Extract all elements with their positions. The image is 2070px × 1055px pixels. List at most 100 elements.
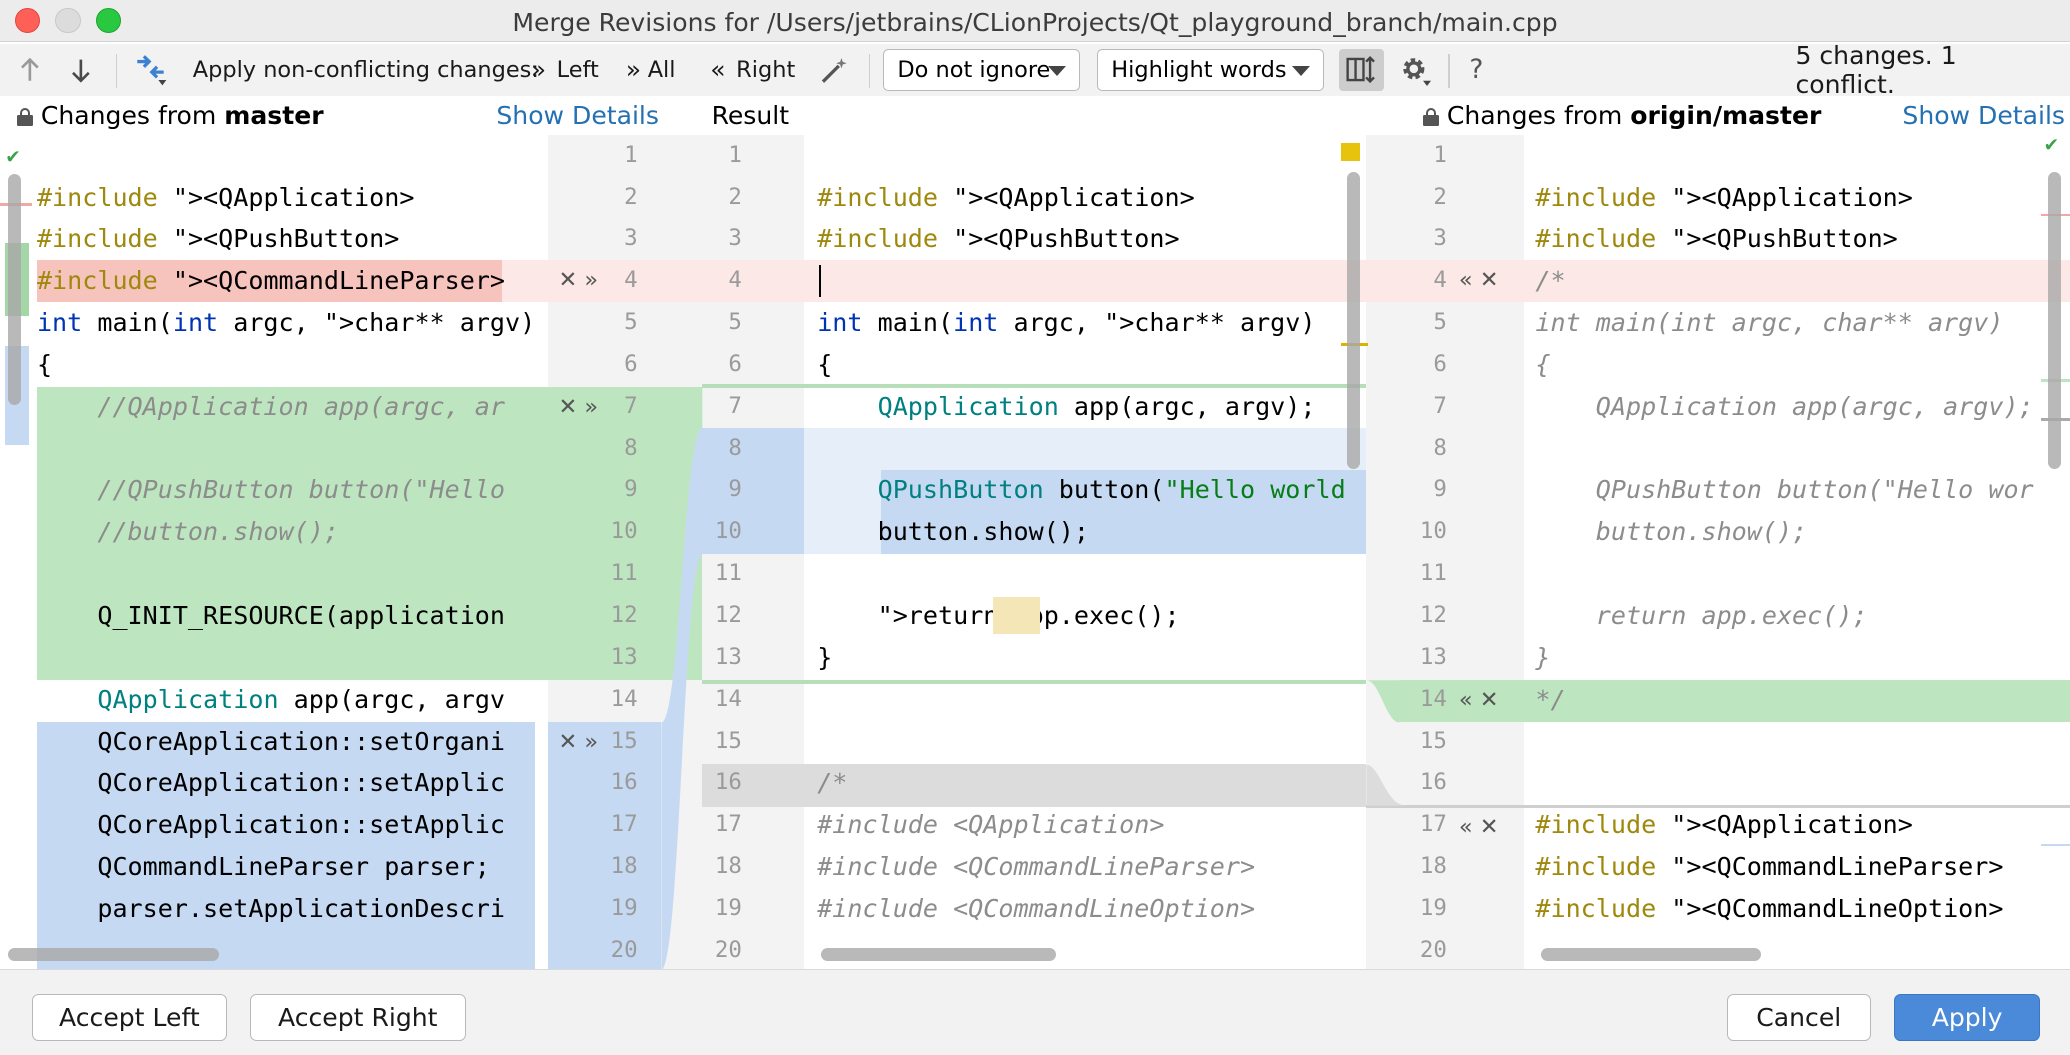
code-line: QCommandLineParser parser; [36, 852, 490, 882]
merge-editors: ✔ ✔ #include "><QApplication>#include ">… [0, 134, 2070, 970]
merge-options-button[interactable] [132, 44, 169, 97]
columns-toggle-icon [1346, 56, 1376, 84]
result-horizontal-scrollbar[interactable] [821, 947, 1057, 962]
previous-difference-button[interactable] [18, 44, 42, 97]
right-editor[interactable]: #include "><QApplication> #include "><QPu… [1535, 135, 2063, 969]
code-line: #include "><QPushButton> [1535, 224, 1898, 254]
left-change-actions[interactable]: ✕ » [558, 722, 598, 764]
code-line: ">return app.exec(); [877, 601, 1180, 630]
right-pane-title: Changes from [1446, 101, 1623, 130]
discard-change-icon[interactable]: ✕ [1479, 267, 1499, 294]
chevron-down-icon [1047, 65, 1066, 76]
line-number: 9 [728, 476, 742, 503]
result-pane-title: Result [711, 101, 790, 130]
accept-change-icon[interactable]: » [584, 729, 599, 756]
right-horizontal-scrollbar[interactable] [1540, 947, 1762, 962]
discard-change-icon[interactable]: ✕ [1479, 813, 1499, 840]
accept-left-button[interactable]: Accept Left [31, 993, 228, 1042]
highlight-select-value: Highlight words [1111, 56, 1287, 83]
code-line: #include "><QCommandLineParser> [36, 266, 506, 296]
code-line: #include "><QApplication> [36, 182, 415, 212]
magic-resolve-button[interactable] [819, 44, 851, 97]
line-number: 13 [1419, 643, 1447, 670]
apply-right-button[interactable]: « Right [710, 44, 795, 97]
line-number: 13 [610, 643, 638, 670]
code-line: QPushButton button("Hello wor [1535, 475, 2034, 505]
double-chevron-left-icon: « [710, 55, 726, 85]
accept-right-button[interactable]: Accept Right [249, 993, 467, 1042]
code-line: QCoreApplication::setOrgani [36, 726, 506, 756]
discard-change-icon[interactable]: ✕ [1479, 686, 1499, 713]
right-pane-branch: origin/master [1630, 101, 1822, 130]
accept-change-icon[interactable]: « [1458, 267, 1473, 294]
code-line: } [1535, 642, 1551, 672]
line-number: 3 [1433, 225, 1447, 252]
right-change-actions[interactable]: « ✕ [1459, 260, 1499, 302]
code-line: { [817, 349, 833, 379]
left-change-actions[interactable]: ✕ » [558, 260, 598, 302]
right-change-actions[interactable]: « ✕ [1459, 680, 1499, 722]
code-line: { [1535, 349, 1551, 379]
line-number: 19 [1419, 894, 1447, 921]
line-number: 20 [610, 936, 638, 963]
line-number: 8 [1433, 434, 1447, 461]
highlight-mode-select[interactable]: Highlight words [1097, 48, 1325, 92]
line-number: 4 [728, 267, 742, 294]
apply-button[interactable]: Apply [1894, 993, 2040, 1042]
minimize-window-button[interactable] [55, 7, 81, 33]
left-editor[interactable]: #include "><QApplication> #include "><QPu… [37, 135, 535, 969]
line-number: 10 [1419, 518, 1447, 545]
line-number: 2 [1433, 183, 1447, 210]
zoom-window-button[interactable] [96, 7, 122, 33]
left-pane-header: Changes from master [17, 96, 324, 134]
right-show-details-link[interactable]: Show Details [1902, 101, 2065, 130]
help-button[interactable]: ? [1469, 54, 1484, 86]
line-number: 15 [610, 727, 638, 754]
discard-change-icon[interactable]: ✕ [558, 729, 578, 756]
line-number: 11 [1419, 560, 1447, 587]
code-line: #include <QApplication> [817, 810, 1165, 840]
right-vertical-scrollbar[interactable] [2047, 171, 2061, 469]
code-line: //button.show(); [36, 517, 339, 547]
code-line: int main(int argc, ">char** argv) [36, 308, 535, 338]
left-vertical-scrollbar[interactable] [7, 174, 22, 406]
right-change-actions[interactable]: « ✕ [1459, 807, 1499, 849]
line-number: 17 [1419, 811, 1447, 838]
result-vertical-scrollbar[interactable] [1346, 171, 1360, 469]
accept-change-icon[interactable]: « [1458, 813, 1473, 840]
left-change-actions[interactable]: ✕ » [558, 387, 598, 429]
line-number: 20 [714, 936, 742, 963]
left-show-details-link[interactable]: Show Details [496, 101, 659, 130]
code-line: QPushButton button("Hello world [877, 475, 1346, 505]
line-number: 9 [624, 476, 638, 503]
code-line: button.show(); [817, 517, 1089, 547]
line-number: 5 [728, 309, 742, 336]
settings-button[interactable] [1398, 44, 1432, 97]
apply-all-button[interactable]: » All [626, 44, 676, 97]
result-editor[interactable]: #include "><QApplication>#include "><QPu… [817, 135, 1366, 969]
code-line: #include <QCommandLineOption> [817, 893, 1256, 923]
apply-left-button[interactable]: » Left [531, 44, 599, 97]
code-line: } [817, 642, 833, 672]
lock-icon [17, 107, 33, 127]
next-difference-button[interactable] [69, 44, 93, 97]
line-number: 20 [1419, 936, 1447, 963]
apply-non-conflicting-label: Apply non-conflicting changes: [192, 56, 539, 83]
synchronize-scrolling-button[interactable] [1338, 48, 1384, 92]
close-window-button[interactable] [14, 7, 40, 33]
chevron-down-icon [1291, 65, 1310, 76]
code-line: #include "><QPushButton> [36, 224, 400, 254]
text-caret [818, 265, 822, 298]
code-line: #include "><QApplication> [1535, 810, 1913, 840]
left-horizontal-scrollbar[interactable] [7, 947, 220, 962]
discard-change-icon[interactable]: ✕ [558, 393, 578, 420]
line-number: 17 [714, 811, 742, 838]
ignore-whitespace-select[interactable]: Do not ignore [883, 48, 1080, 92]
accept-change-icon[interactable]: » [584, 267, 599, 294]
accept-change-icon[interactable]: » [584, 393, 599, 420]
line-number: 16 [610, 769, 638, 796]
checkmark-icon: ✔ [5, 146, 21, 168]
accept-change-icon[interactable]: « [1458, 686, 1473, 713]
cancel-button[interactable]: Cancel [1726, 993, 1871, 1042]
discard-change-icon[interactable]: ✕ [558, 267, 578, 294]
